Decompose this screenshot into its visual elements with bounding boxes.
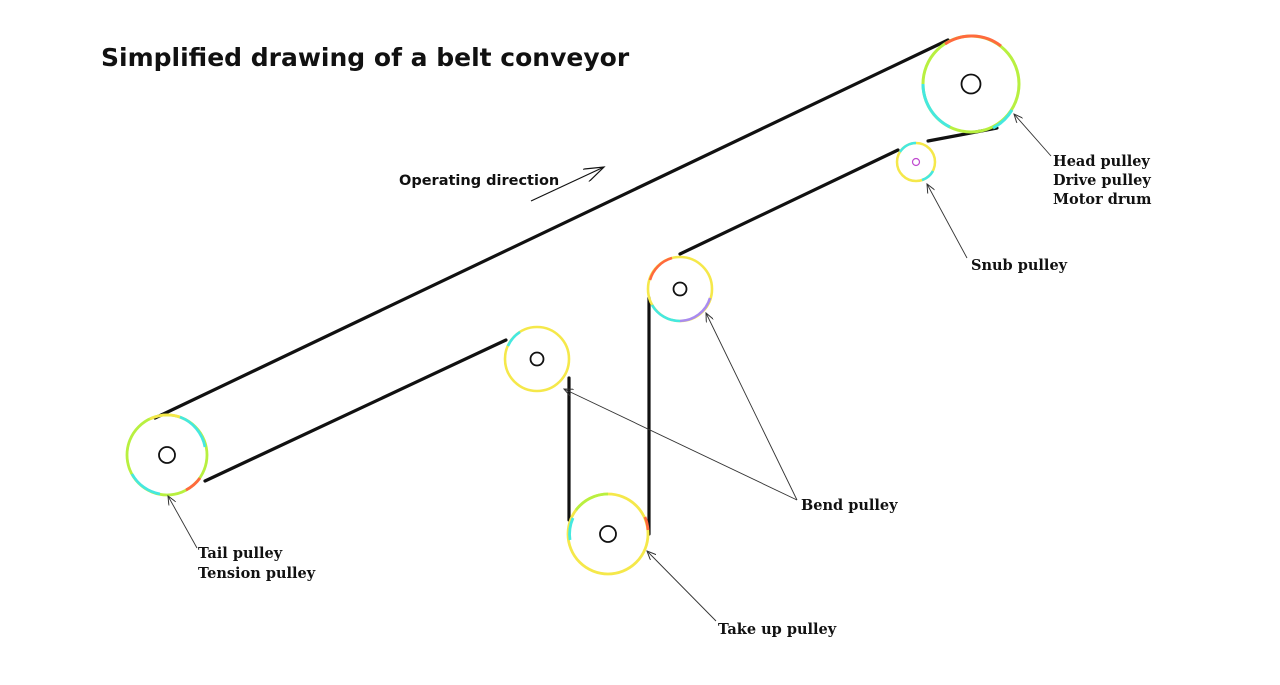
bend-pulley-left bbox=[503, 325, 571, 393]
bend-pulley-right-axle bbox=[672, 281, 688, 297]
belt-return-tail-to-bend bbox=[203, 338, 508, 483]
operating-direction-arrow bbox=[530, 167, 604, 202]
bend-pulley-right bbox=[646, 255, 714, 323]
bend-pulley-left-axle bbox=[529, 351, 545, 367]
snub-pulley-axle bbox=[911, 157, 921, 167]
head-pulley-label-3: Motor drum bbox=[1053, 191, 1152, 208]
head-pulley-label-2: Drive pulley bbox=[1053, 172, 1151, 189]
tail-pulley-label-1: Tail pulley bbox=[198, 545, 283, 562]
tail-pulley-label-2: Tension pulley bbox=[198, 565, 316, 582]
snub-pulley-label: Snub pulley bbox=[971, 257, 1068, 274]
diagram-title: Simplified drawing of a belt conveyor bbox=[101, 43, 630, 72]
leader-lines bbox=[168, 114, 1052, 622]
conveyor-belt bbox=[153, 38, 999, 536]
bend-pulley-label: Bend pulley bbox=[801, 497, 898, 514]
head-pulley-axle bbox=[960, 73, 982, 95]
belt-bend-to-snub bbox=[678, 148, 900, 256]
head-pulley-leader bbox=[1014, 114, 1052, 157]
operating-direction-label: Operating direction bbox=[399, 173, 559, 189]
take-up-pulley-leader bbox=[647, 551, 717, 622]
tail-pulley-leader bbox=[168, 496, 198, 549]
take-up-pulley-axle bbox=[599, 525, 617, 543]
head-pulley-label-1: Head pulley bbox=[1053, 153, 1150, 170]
take-up-pulley-label: Take up pulley bbox=[718, 621, 837, 638]
tail-pulley bbox=[125, 413, 209, 497]
snub-pulley bbox=[895, 141, 937, 183]
take-up-pulley bbox=[566, 492, 650, 576]
bend-pulley-leader-left bbox=[564, 389, 798, 501]
bend-pulley-leader-right bbox=[706, 313, 798, 501]
head-pulley bbox=[921, 34, 1021, 134]
tail-pulley-axle bbox=[158, 446, 176, 464]
belt-carry-side bbox=[153, 38, 950, 420]
snub-pulley-leader bbox=[927, 184, 968, 259]
